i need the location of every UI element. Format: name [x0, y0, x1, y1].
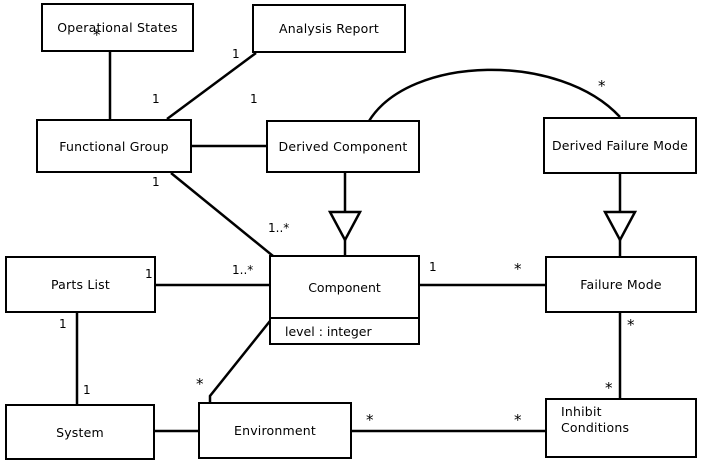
multiplicity-inhibit-conditions-left: * — [514, 411, 522, 429]
class-component[interactable]: Component level : integer — [269, 255, 420, 345]
generalization-triangle-derived-failure-mode — [602, 210, 638, 243]
class-name-analysis-report: Analysis Report — [279, 21, 379, 36]
class-name-inhibit-conditions: Inhibit Conditions — [561, 404, 630, 435]
multiplicity-environment-top: * — [196, 375, 204, 393]
edge-analysis-report--functional-group — [166, 51, 257, 121]
class-failure-mode[interactable]: Failure Mode — [545, 256, 697, 313]
multiplicity-analysis-report: 1 — [232, 47, 240, 61]
class-attribute-component-level: level : integer — [271, 317, 418, 343]
multiplicity-parts-list-right: 1 — [145, 267, 153, 281]
multiplicity-functional-group-top: 1 — [152, 92, 160, 106]
class-system[interactable]: System — [5, 404, 155, 460]
multiplicity-parts-list-bottom: 1 — [59, 317, 67, 331]
class-name-environment: Environment — [233, 423, 317, 438]
class-derived-component[interactable]: Derived Component — [266, 120, 420, 173]
multiplicity-derived-failure-mode: * — [598, 77, 606, 95]
multiplicity-derived-component: 1 — [250, 92, 258, 106]
class-name-component: Component — [308, 279, 381, 295]
class-name-failure-mode: Failure Mode — [580, 277, 662, 292]
multiplicity-component-topleft: 1..* — [268, 221, 290, 235]
multiplicity-inhibit-conditions-top: * — [605, 379, 613, 397]
class-analysis-report[interactable]: Analysis Report — [252, 4, 406, 53]
generalization-triangle-derived-component — [327, 210, 363, 243]
multiplicity-operational-states: * — [93, 26, 101, 44]
multiplicity-failure-mode-bottom: * — [627, 316, 635, 334]
multiplicity-component-right: 1 — [429, 260, 437, 274]
class-name-derived-component: Derived Component — [278, 139, 408, 154]
class-name-functional-group: Functional Group — [59, 138, 169, 154]
class-name-parts-list: Parts List — [50, 277, 110, 292]
class-environment[interactable]: Environment — [198, 402, 352, 459]
edge-derived-component--derived-failure-mode — [367, 68, 621, 122]
class-name-operational-states: Operational States — [57, 20, 178, 35]
class-parts-list[interactable]: Parts List — [5, 256, 156, 313]
class-name-derived-failure-mode: Derived Failure Mode — [551, 138, 689, 153]
multiplicity-component-left: 1..* — [232, 263, 254, 277]
class-functional-group[interactable]: Functional Group — [36, 119, 192, 173]
multiplicity-environment-right: * — [366, 411, 374, 429]
multiplicity-functional-group-bottom: 1 — [152, 175, 160, 189]
multiplicity-system-top: 1 — [83, 383, 91, 397]
class-operational-states[interactable]: Operational States — [41, 3, 194, 52]
class-derived-failure-mode[interactable]: Derived Failure Mode — [543, 117, 697, 174]
edge-functional-group--component — [170, 172, 274, 257]
multiplicity-failure-mode-left: * — [514, 260, 522, 278]
edge-component--environment — [208, 320, 271, 403]
class-inhibit-conditions[interactable]: Inhibit Conditions — [545, 398, 697, 458]
class-name-system: System — [56, 424, 104, 440]
